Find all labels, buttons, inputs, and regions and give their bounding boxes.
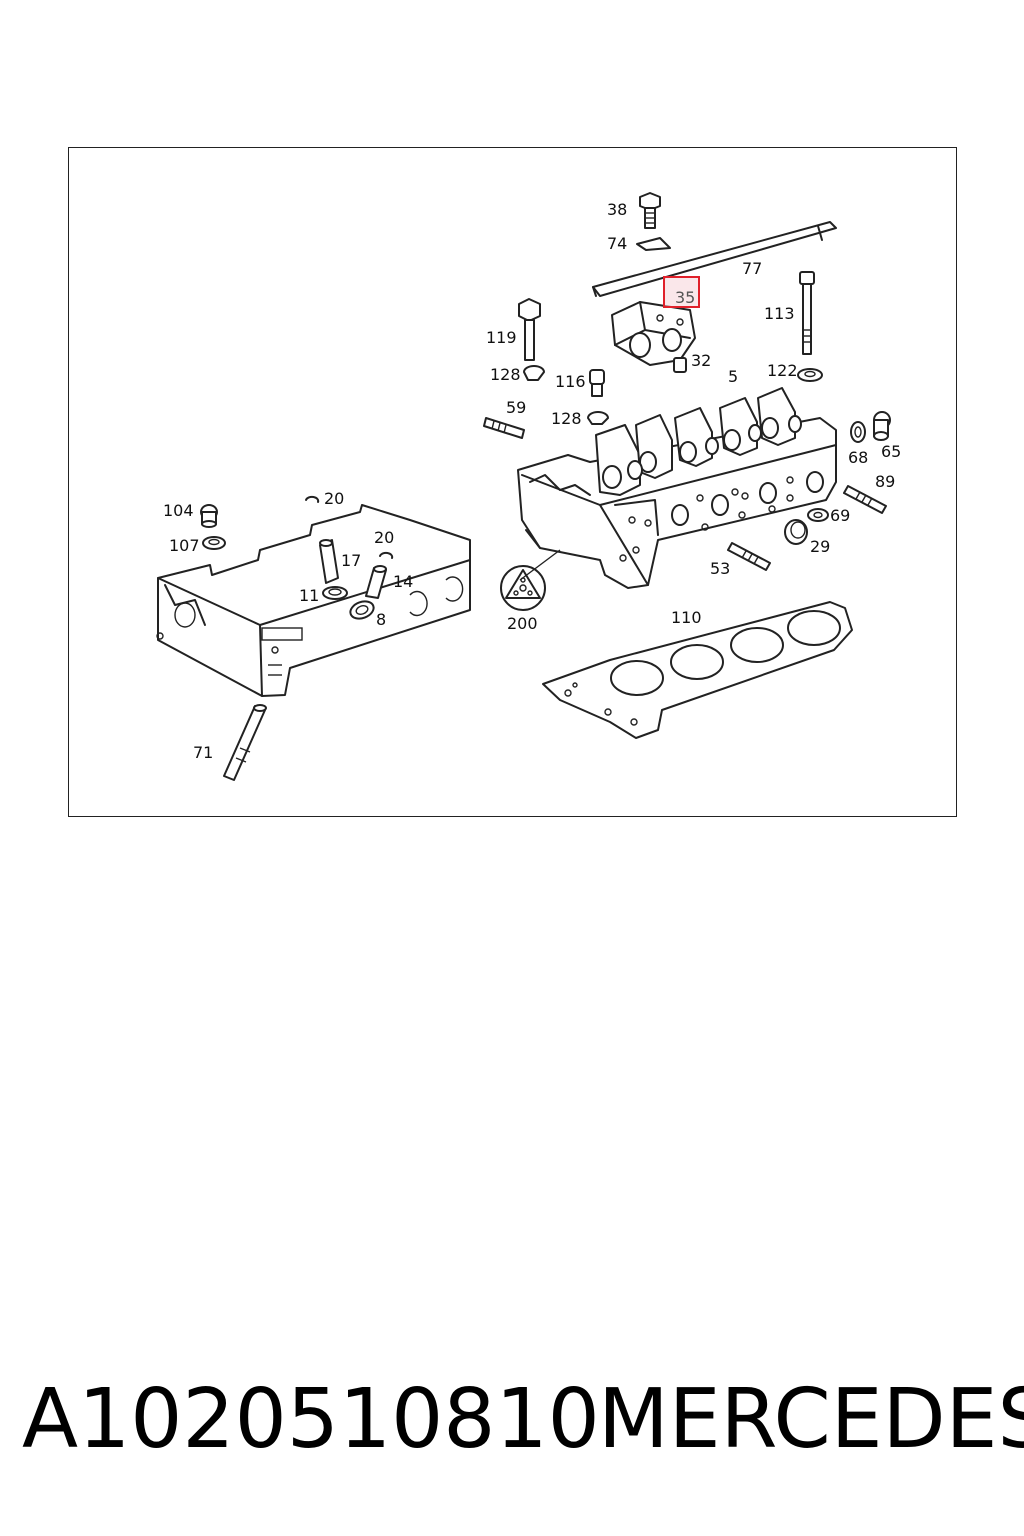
label-20-upper: 20 (324, 489, 344, 508)
stud-53[interactable] (727, 542, 771, 571)
label-200: 200 (507, 614, 538, 633)
label-74: 74 (607, 234, 627, 253)
label-113: 113 (764, 304, 795, 323)
label-11: 11 (299, 586, 319, 605)
bolt-116[interactable] (589, 369, 605, 397)
leader-lines (519, 549, 561, 581)
part-number: A1020510810 (22, 1372, 600, 1467)
plug-29[interactable] (784, 519, 808, 545)
highlight-box-35[interactable] (663, 276, 700, 308)
cylinder-head[interactable] (517, 387, 837, 589)
bracket-74[interactable] (636, 237, 671, 251)
pipe-71[interactable] (223, 704, 267, 781)
head-gasket-110[interactable] (542, 601, 853, 739)
seal-ring-68[interactable] (850, 421, 866, 443)
bolt-113[interactable] (799, 271, 815, 355)
label-122: 122 (767, 361, 798, 380)
label-107: 107 (169, 536, 200, 555)
parts-diagram-frame (68, 147, 957, 817)
label-89: 89 (875, 472, 895, 491)
label-77: 77 (742, 259, 762, 278)
label-104: 104 (163, 501, 194, 520)
label-68: 68 (848, 448, 868, 467)
washer-128-upper[interactable] (523, 365, 545, 381)
plate-200[interactable] (500, 565, 546, 611)
label-32: 32 (691, 351, 711, 370)
label-65: 65 (881, 442, 901, 461)
seal-69[interactable] (807, 508, 829, 522)
label-14: 14 (393, 572, 413, 591)
stud-89[interactable] (843, 485, 887, 514)
label-5: 5 (728, 367, 738, 386)
label-119: 119 (486, 328, 517, 347)
oil-rail-77[interactable] (592, 221, 837, 297)
sleeve-14[interactable] (365, 565, 387, 599)
label-29: 29 (810, 537, 830, 556)
sleeve-32[interactable] (673, 357, 687, 373)
clip-20-upper[interactable] (305, 495, 320, 503)
label-116: 116 (555, 372, 586, 391)
washer-128-lower[interactable] (587, 411, 609, 425)
bolt-38[interactable] (639, 192, 661, 229)
clip-20-lower[interactable] (379, 551, 394, 559)
label-8: 8 (376, 610, 386, 629)
label-71: 71 (193, 743, 213, 762)
stud-59[interactable] (483, 417, 525, 439)
label-59: 59 (506, 398, 526, 417)
label-38: 38 (607, 200, 627, 219)
sleeve-17[interactable] (319, 539, 339, 584)
bearing-cap-35[interactable] (611, 301, 696, 366)
washer-107[interactable] (202, 536, 226, 550)
label-128-upper: 128 (490, 365, 521, 384)
label-20-lower: 20 (374, 528, 394, 547)
rear-cover[interactable] (156, 504, 471, 697)
label-35[interactable]: 35 (675, 288, 695, 307)
plug-65[interactable] (873, 411, 891, 441)
bolt-119[interactable] (518, 298, 541, 361)
plug-104[interactable] (200, 504, 218, 528)
label-110: 110 (671, 608, 702, 627)
label-17: 17 (341, 551, 361, 570)
label-53: 53 (710, 559, 730, 578)
brand-name: MERCEDES (598, 1372, 1024, 1467)
washer-122[interactable] (797, 368, 823, 382)
seal-ring-8[interactable] (348, 598, 376, 621)
seal-ring-11[interactable] (322, 586, 348, 600)
parts-diagram: 38 74 77 35 113 119 32 128 116 5 122 59 … (156, 192, 901, 781)
label-128-lower: 128 (551, 409, 582, 428)
label-69: 69 (830, 506, 850, 525)
